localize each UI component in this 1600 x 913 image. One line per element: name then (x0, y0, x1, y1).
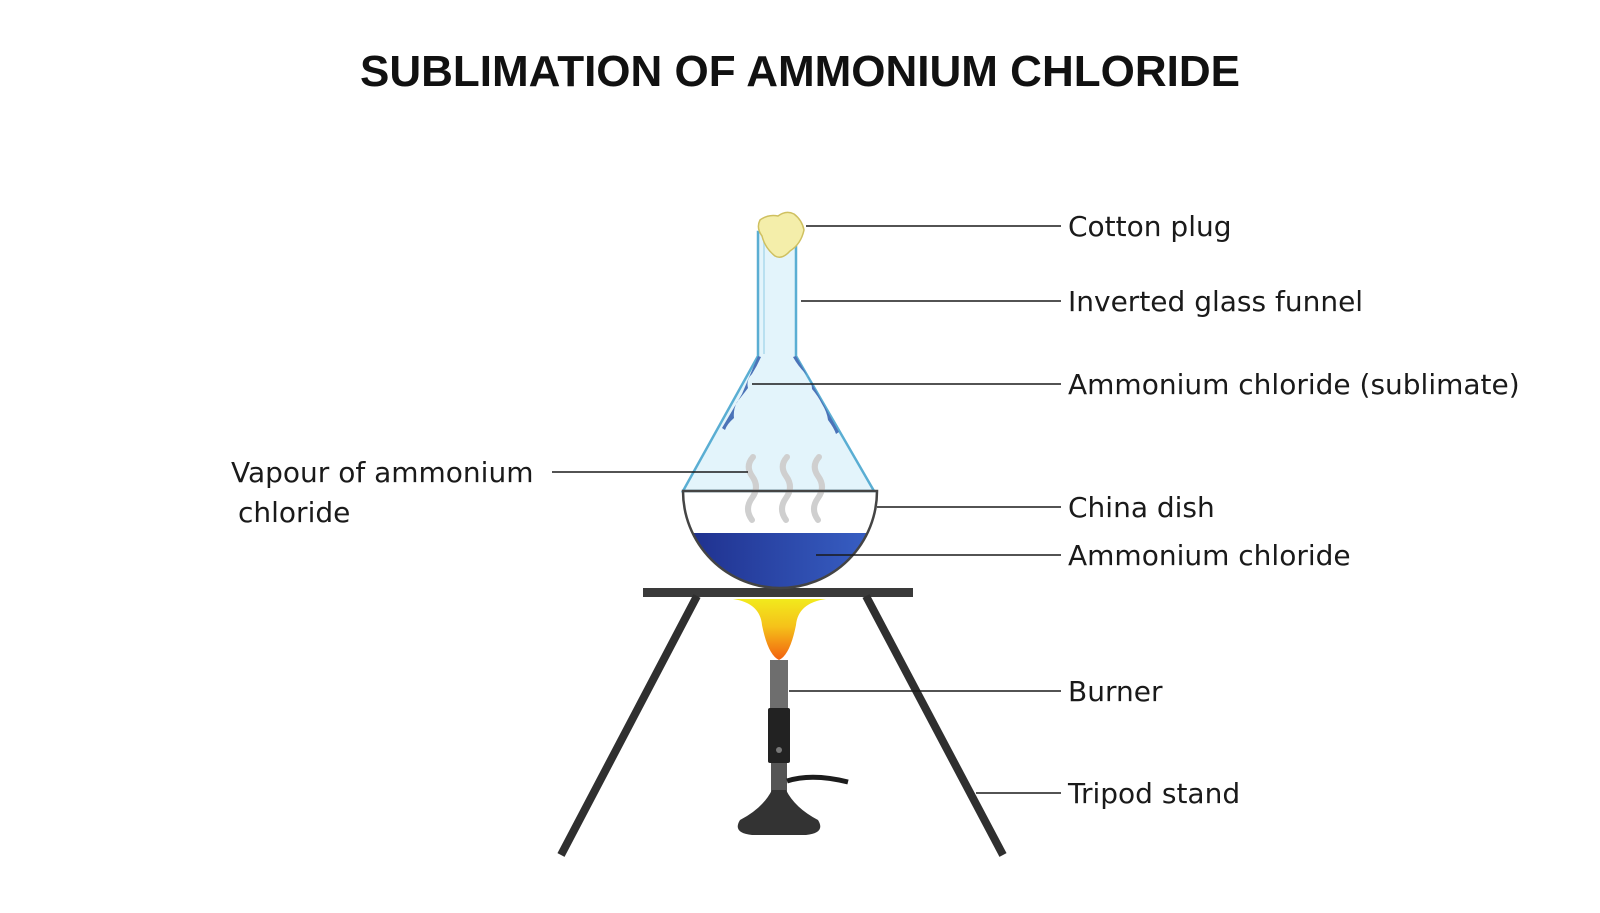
ammonium-chloride-sublimate (722, 356, 839, 434)
vapour-wisp-1 (745, 454, 759, 523)
vapour-wisp-3 (811, 454, 825, 523)
tripod-top-plate (643, 588, 913, 597)
air-hole (776, 747, 782, 753)
tripod-leg-right (862, 594, 1007, 857)
vapour-wisp-2 (779, 454, 793, 523)
label-china-dish: China dish (1068, 491, 1215, 524)
flame (733, 599, 826, 660)
cotton-plug (757, 211, 805, 258)
label-sublimate: Ammonium chloride (sublimate) (1068, 368, 1520, 401)
label-inverted-glass-funnel: Inverted glass funnel (1068, 285, 1363, 318)
burner-base (737, 790, 821, 835)
dish-outline (681, 489, 879, 590)
sublimate-left (722, 356, 761, 430)
burner-neck (771, 763, 787, 793)
leader-lines (552, 225, 1061, 794)
label-vapour-line1: Vapour of ammonium (231, 456, 533, 489)
labels: Cotton plug Inverted glass funnel Ammoni… (231, 210, 1520, 810)
sublimate-right (793, 356, 839, 434)
funnel-body (680, 230, 877, 493)
burner-barrel (768, 708, 790, 763)
label-tripod-stand: Tripod stand (1067, 777, 1240, 810)
label-cotton-plug: Cotton plug (1068, 210, 1232, 243)
label-vapour-line2: chloride (238, 496, 350, 529)
label-burner: Burner (1068, 675, 1163, 708)
inverted-glass-funnel (680, 230, 877, 493)
gas-hose (786, 774, 849, 785)
tripod-stand (557, 588, 1007, 857)
vapour-wisps (745, 454, 825, 523)
tripod-leg-left (557, 594, 701, 857)
page-title: SUBLIMATION OF AMMONIUM CHLORIDE (360, 47, 1240, 96)
burner-tube-top (770, 660, 788, 708)
label-ammonium-chloride: Ammonium chloride (1068, 539, 1351, 572)
bunsen-burner (733, 599, 849, 835)
